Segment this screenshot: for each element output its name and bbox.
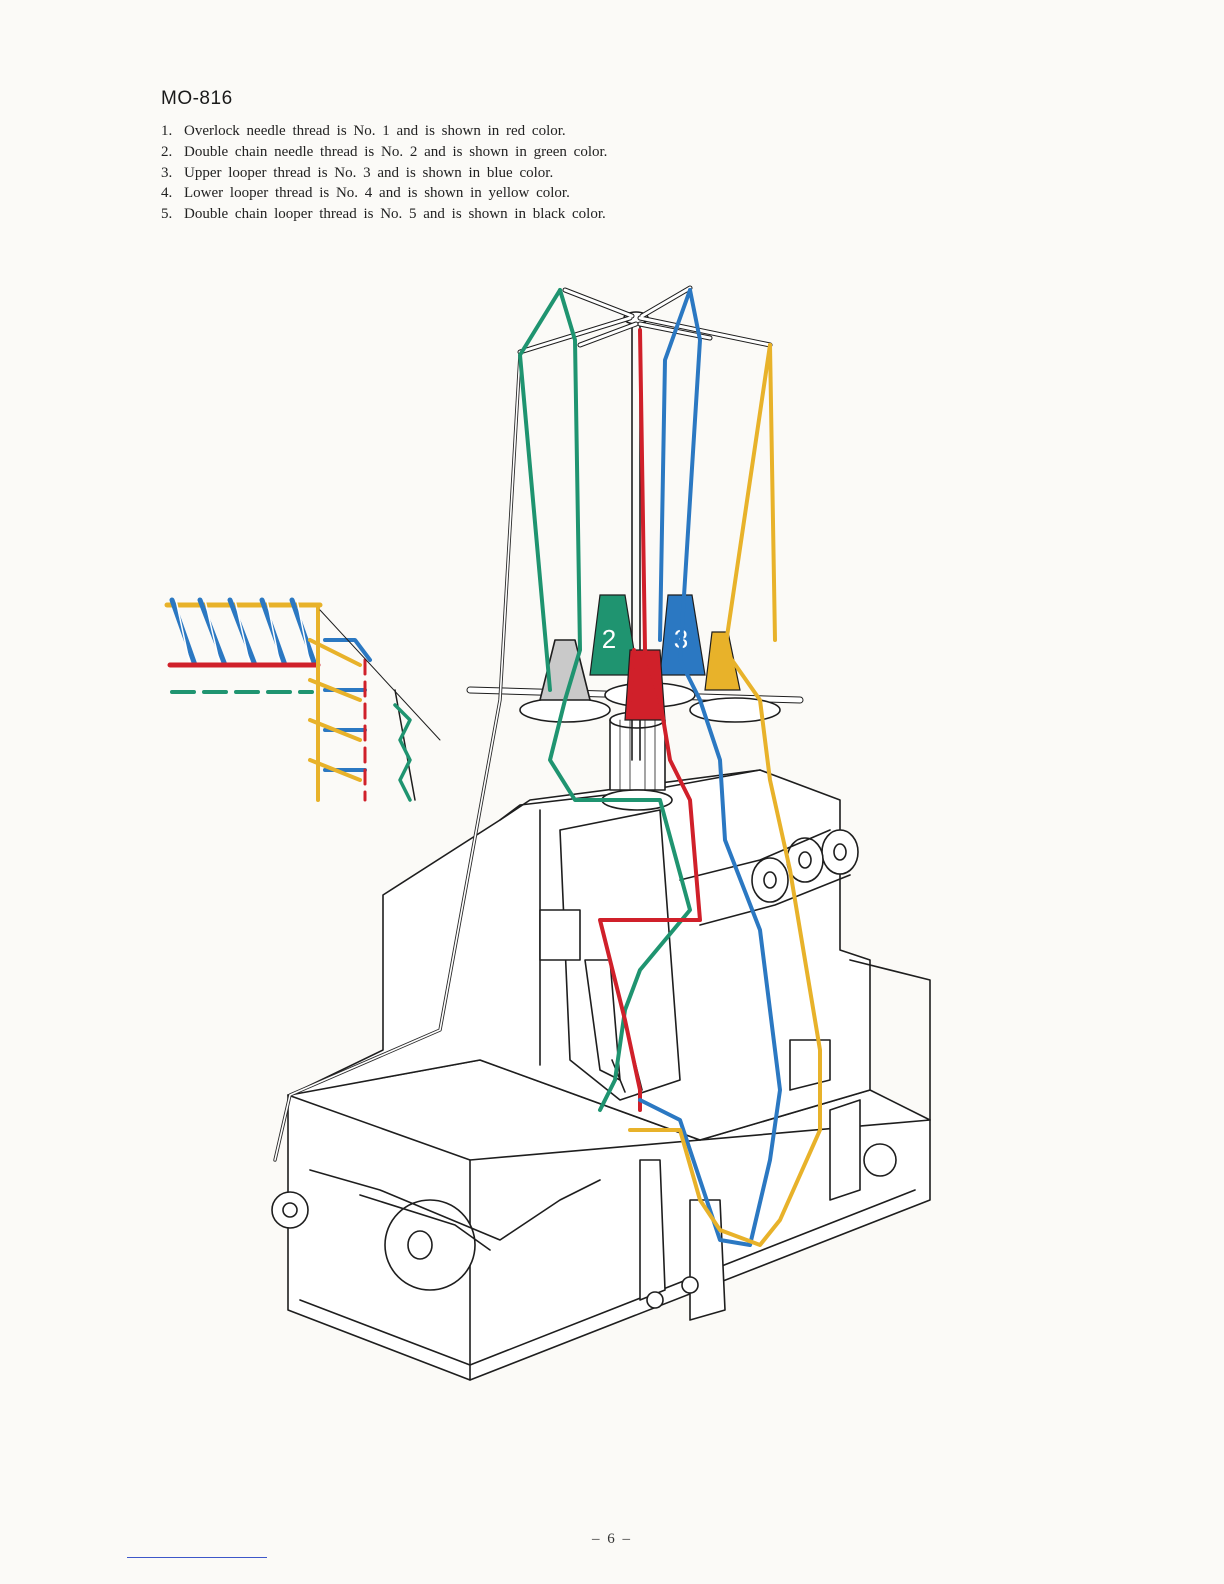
legend-item: 2.Double chain needle thread is No. 2 an…: [161, 143, 608, 160]
legend-item: 4.Lower looper thread is No. 4 and is sh…: [161, 185, 570, 202]
thread-blue: [638, 288, 782, 1247]
thread-red: [598, 328, 702, 1112]
cone-label-2: 2: [602, 624, 616, 654]
threading-diagram: 2 3: [164, 285, 931, 1381]
page-number: – 6 –: [592, 1531, 632, 1547]
tension-roller: [751, 857, 789, 903]
knob: [609, 719, 666, 791]
stitch-detail-inset: [164, 597, 441, 802]
thread-legend: 1.Overlock needle thread is No. 1 and is…: [161, 121, 607, 225]
legend-item: 1.Overlock needle thread is No. 1 and is…: [161, 123, 566, 139]
model-title: MO-816: [161, 88, 233, 109]
bottom-rule: [127, 1557, 267, 1558]
legend-item: 3.Upper looper thread is No. 3 and is sh…: [161, 164, 554, 181]
cone-4: [704, 631, 741, 691]
hand-wheel: [271, 1191, 309, 1229]
legend-item: 5.Double chain looper thread is No. 5 an…: [161, 206, 606, 223]
thread-yellow: [628, 343, 822, 1247]
tension-roller: [821, 829, 859, 875]
